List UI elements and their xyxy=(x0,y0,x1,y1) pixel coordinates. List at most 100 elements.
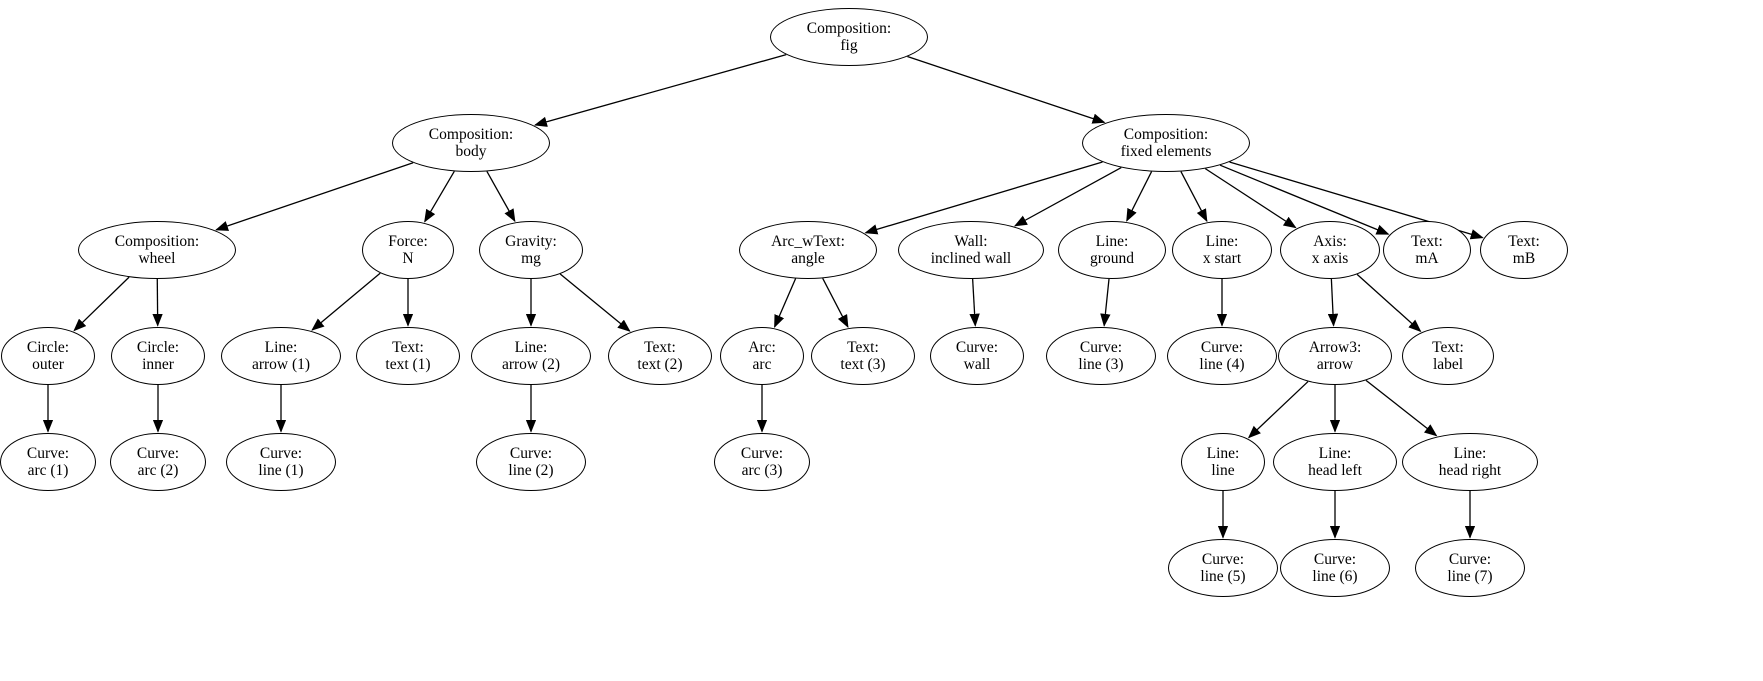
node-name-label: mA xyxy=(1415,250,1439,267)
node-type-label: Curve: xyxy=(136,444,180,462)
node-name-label: wall xyxy=(963,356,991,373)
node-name-label: N xyxy=(402,250,414,267)
node-type-label: Curve: xyxy=(1201,550,1245,568)
node-type-label: Composition: xyxy=(114,232,200,250)
edge-group xyxy=(42,53,1484,539)
graph-edge-arrow3-to-headright xyxy=(1365,379,1438,437)
node-name-label: line xyxy=(1211,462,1235,479)
graph-edge-gravity-to-text2 xyxy=(559,273,631,332)
graph-node-ground[interactable]: Line:ground xyxy=(1058,221,1166,279)
node-name-label: line (3) xyxy=(1078,356,1124,373)
node-type-label: Wall: xyxy=(954,232,988,250)
graph-node-curveline7[interactable]: Curve:line (7) xyxy=(1415,539,1525,597)
graph-edge-fig-to-fixed xyxy=(907,55,1106,124)
node-type-label: Curve: xyxy=(509,444,553,462)
node-name-label: ground xyxy=(1090,250,1134,267)
graph-node-textlabel[interactable]: Text:label xyxy=(1402,327,1494,385)
node-type-label: Curve: xyxy=(26,444,70,462)
node-name-label: x start xyxy=(1202,250,1242,267)
graph-node-curvearc3[interactable]: Curve:arc (3) xyxy=(714,433,810,491)
node-type-label: Line: xyxy=(1206,444,1240,462)
node-name-label: arc xyxy=(752,356,772,373)
graph-node-text2[interactable]: Text:text (2) xyxy=(608,327,712,385)
graph-node-headleft[interactable]: Line:head left xyxy=(1273,433,1397,491)
node-name-label: arrow xyxy=(1316,356,1354,373)
node-name-label: arc (2) xyxy=(137,462,179,479)
node-type-label: Text: xyxy=(1508,232,1540,250)
node-name-label: head left xyxy=(1308,462,1362,479)
node-type-label: Text: xyxy=(847,338,879,356)
node-type-label: Composition: xyxy=(806,19,892,37)
graph-node-line4[interactable]: Curve:line (4) xyxy=(1167,327,1277,385)
node-name-label: line (5) xyxy=(1200,568,1246,585)
node-type-label: Circle: xyxy=(26,338,70,356)
graph-node-xstart[interactable]: Line:x start xyxy=(1172,221,1272,279)
node-name-label: inclined wall xyxy=(930,250,1012,267)
node-type-label: Line: xyxy=(1318,444,1352,462)
graph-edge-arcwtext-to-text3 xyxy=(822,278,849,328)
graph-node-curveline5[interactable]: Curve:line (5) xyxy=(1168,539,1278,597)
graph-node-curvearc1[interactable]: Curve:arc (1) xyxy=(0,433,96,491)
node-name-label: text (1) xyxy=(385,356,431,373)
graph-edge-fixed-to-arcwtext xyxy=(864,161,1103,235)
node-type-label: Circle: xyxy=(136,338,180,356)
graph-node-headright[interactable]: Line:head right xyxy=(1402,433,1538,491)
graph-node-circleouter[interactable]: Circle:outer xyxy=(1,327,95,385)
node-name-label: wheel xyxy=(138,250,176,267)
graph-node-lineline[interactable]: Line:line xyxy=(1181,433,1265,491)
graph-node-textmB[interactable]: Text:mB xyxy=(1480,221,1568,279)
node-type-label: Force: xyxy=(388,232,428,250)
graph-node-arcwtext[interactable]: Arc_wText:angle xyxy=(739,221,877,279)
graph-node-body[interactable]: Composition:body xyxy=(392,114,550,172)
graph-node-text1[interactable]: Text:text (1) xyxy=(356,327,460,385)
graph-node-curveline6[interactable]: Curve:line (6) xyxy=(1280,539,1390,597)
graph-node-arrow3[interactable]: Arrow3:arrow xyxy=(1278,327,1392,385)
node-name-label: body xyxy=(455,143,487,160)
node-name-label: text (3) xyxy=(840,356,886,373)
node-name-label: line (6) xyxy=(1312,568,1358,585)
graph-edge-xaxis-to-textlabel xyxy=(1356,273,1422,333)
graph-edge-wall-to-curvewall xyxy=(969,278,980,327)
node-name-label: line (1) xyxy=(258,462,304,479)
graph-node-arrow2[interactable]: Line:arrow (2) xyxy=(471,327,591,385)
graph-node-curveline2[interactable]: Curve:line (2) xyxy=(476,433,586,491)
node-type-label: Arrow3: xyxy=(1308,338,1362,356)
node-type-label: Curve: xyxy=(955,338,999,356)
graph-node-forceN[interactable]: Force:N xyxy=(362,221,454,279)
graph-node-arrow1[interactable]: Line:arrow (1) xyxy=(221,327,341,385)
graph-node-curvewall[interactable]: Curve:wall xyxy=(930,327,1024,385)
node-type-label: Text: xyxy=(1411,232,1443,250)
graph-node-curvearc2[interactable]: Curve:arc (2) xyxy=(110,433,206,491)
graph-node-textmA[interactable]: Text:mA xyxy=(1383,221,1471,279)
node-name-label: arc (3) xyxy=(741,462,783,479)
node-name-label: line (4) xyxy=(1199,356,1245,373)
node-type-label: Curve: xyxy=(740,444,784,462)
graph-node-circleinner[interactable]: Circle:inner xyxy=(111,327,205,385)
node-type-label: Curve: xyxy=(1079,338,1123,356)
graph-node-xaxis[interactable]: Axis:x axis xyxy=(1280,221,1380,279)
graph-node-fig[interactable]: Composition:fig xyxy=(770,8,928,66)
graph-edge-xaxis-to-arrow3 xyxy=(1327,278,1339,327)
node-name-label: x axis xyxy=(1311,250,1349,267)
node-type-label: Line: xyxy=(1095,232,1129,250)
graph-node-gravity[interactable]: Gravity:mg xyxy=(479,221,583,279)
graph-node-wall[interactable]: Wall:inclined wall xyxy=(898,221,1044,279)
graph-node-wheel[interactable]: Composition:wheel xyxy=(78,221,236,279)
graph-node-text3[interactable]: Text:text (3) xyxy=(811,327,915,385)
node-type-label: Curve: xyxy=(259,444,303,462)
graph-node-line3[interactable]: Curve:line (3) xyxy=(1046,327,1156,385)
graph-node-arcarc[interactable]: Arc:arc xyxy=(720,327,804,385)
node-name-label: fig xyxy=(840,37,858,54)
node-name-label: line (7) xyxy=(1447,568,1493,585)
graph-node-fixed[interactable]: Composition:fixed elements xyxy=(1082,114,1250,172)
node-type-label: Gravity: xyxy=(505,232,557,250)
node-name-label: line (2) xyxy=(508,462,554,479)
graph-node-curveline1[interactable]: Curve:line (1) xyxy=(226,433,336,491)
node-name-label: outer xyxy=(32,356,64,373)
graph-edge-fixed-to-xaxis xyxy=(1204,168,1297,229)
node-type-label: Curve: xyxy=(1448,550,1492,568)
node-type-label: Axis: xyxy=(1313,232,1347,250)
node-type-label: Line: xyxy=(1205,232,1239,250)
